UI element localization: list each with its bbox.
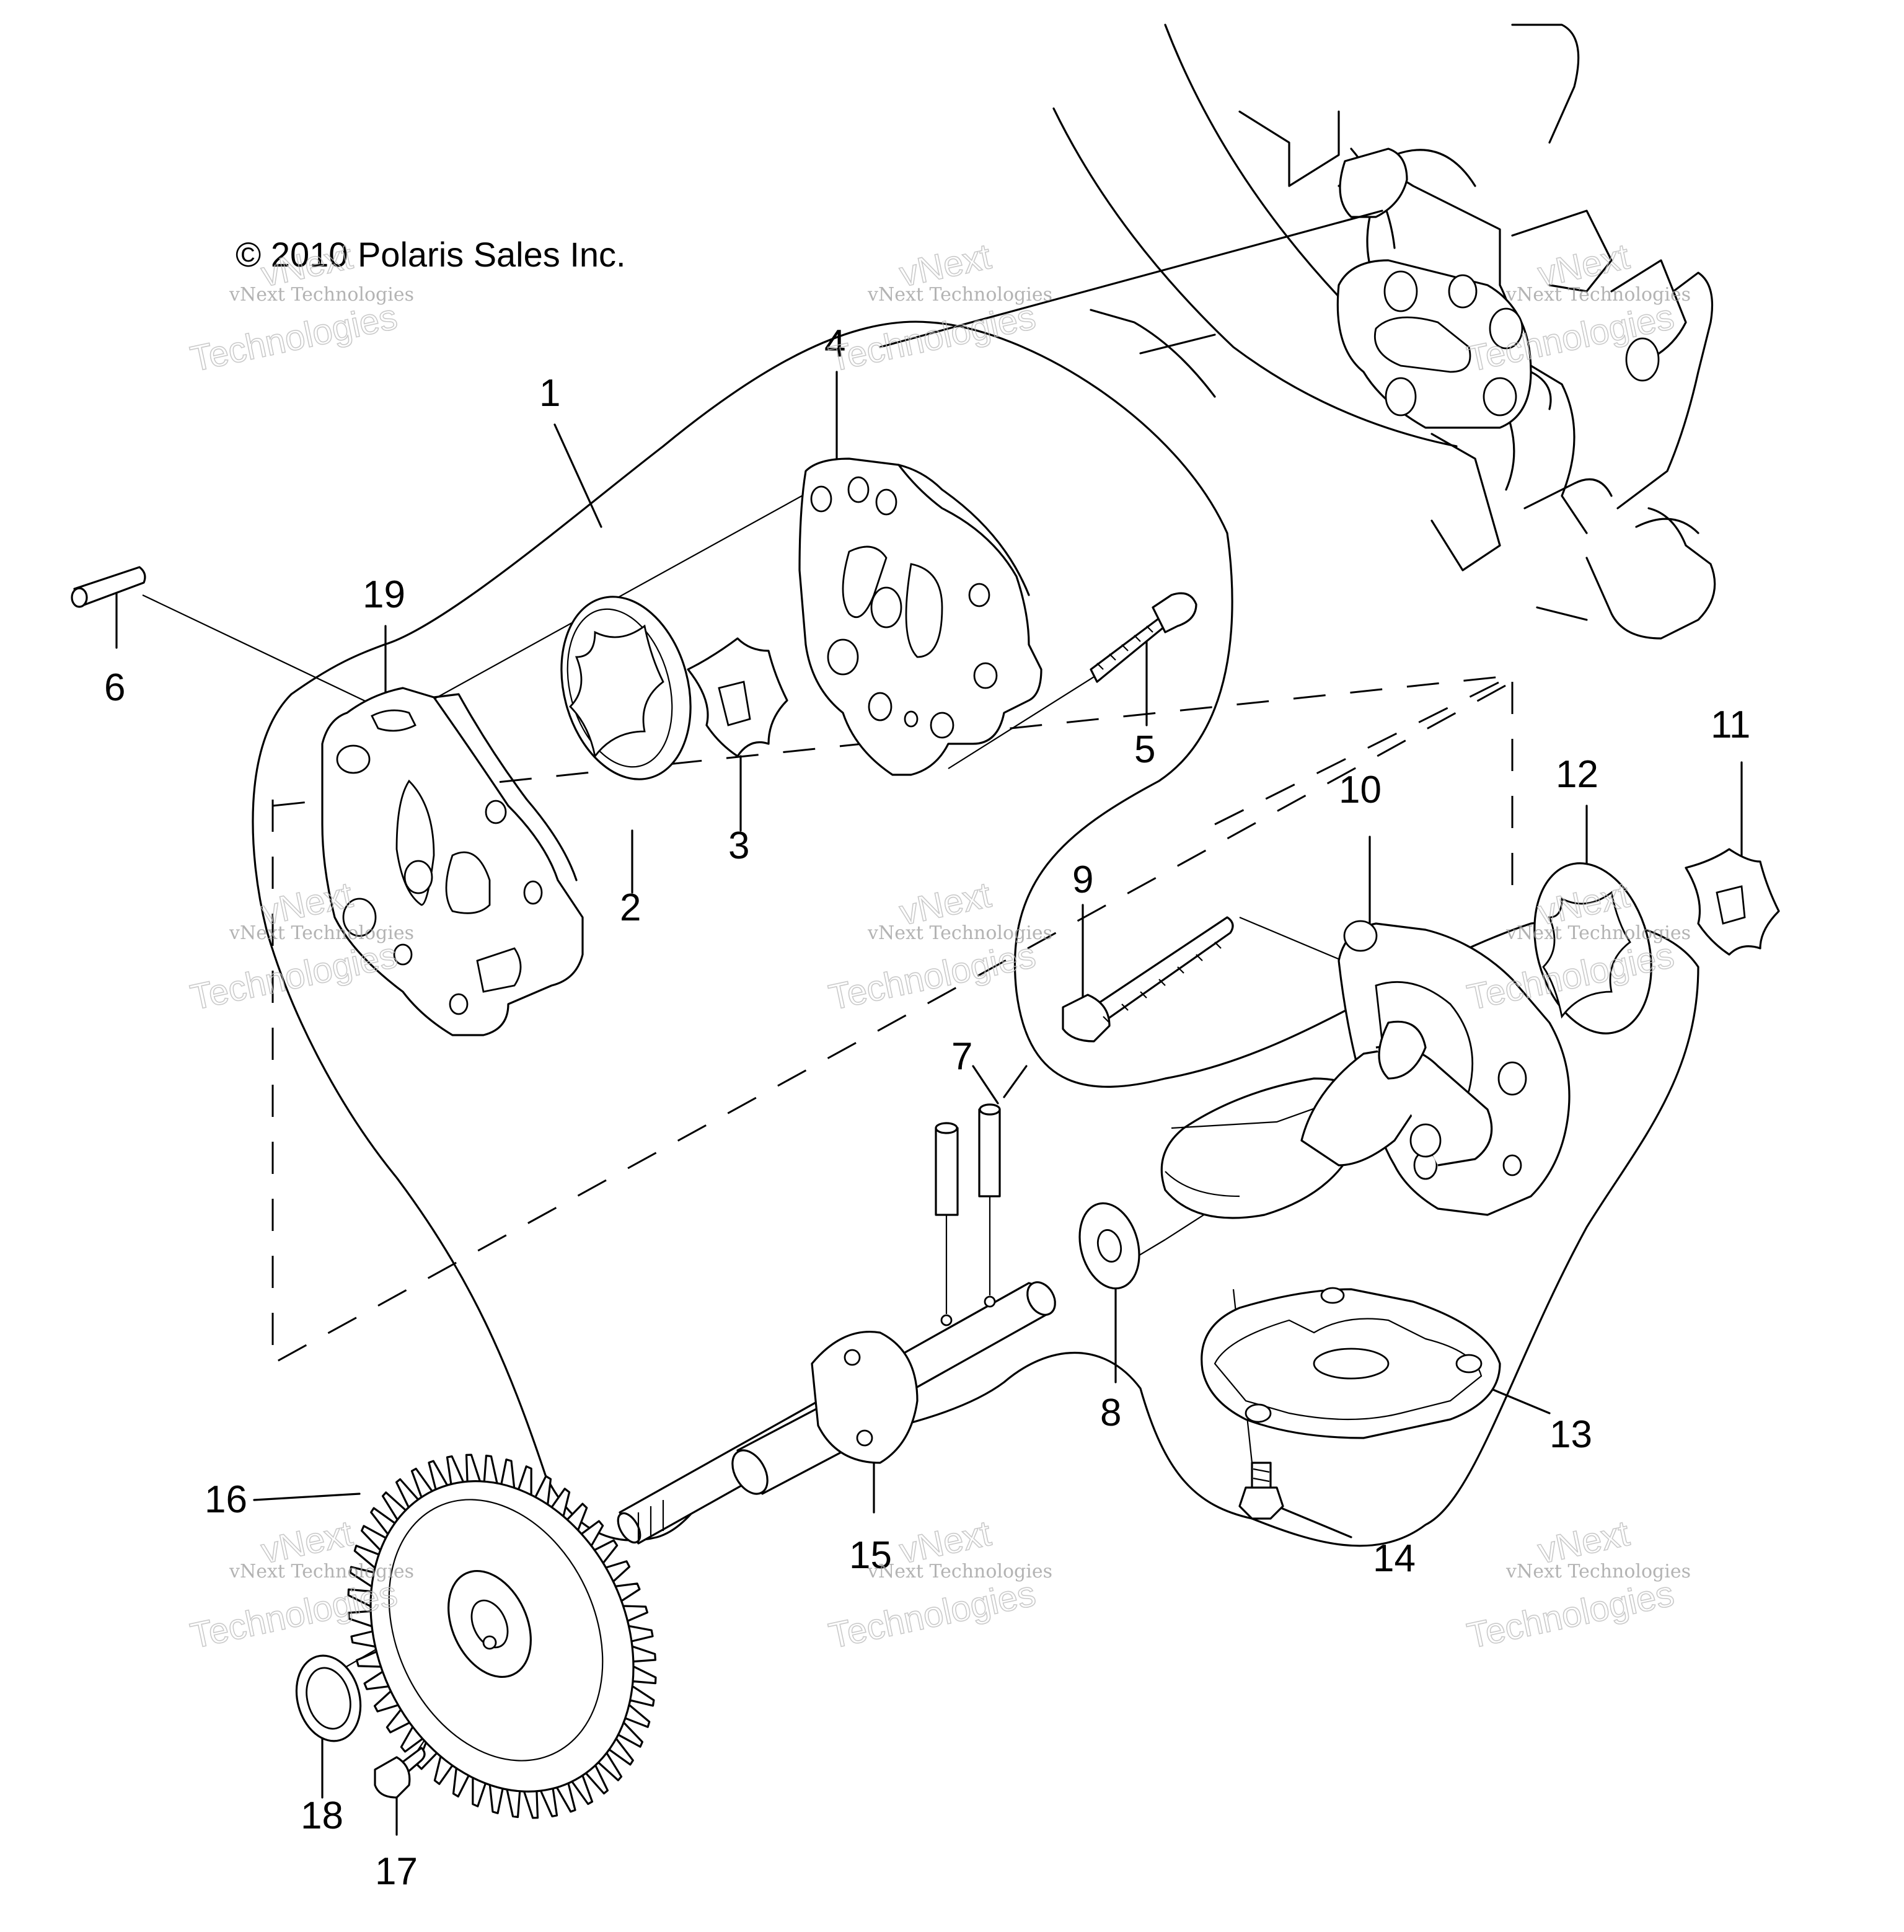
watermark-text: vNext Technologies xyxy=(867,1561,1052,1582)
part-15-shaft xyxy=(617,1281,1056,1545)
oil-pickup-assembly xyxy=(1160,1020,1493,1219)
watermark-text: vNext Technologies xyxy=(867,922,1052,944)
watermark-technologies: Technologies xyxy=(826,1573,1039,1656)
watermark-text: vNext Technologies xyxy=(229,284,414,306)
part-9-bolt xyxy=(1062,916,1234,1043)
callout-13: 13 xyxy=(1549,1413,1592,1456)
callout-18: 18 xyxy=(301,1794,343,1837)
part-19-pump-body xyxy=(321,687,584,1036)
part-6-pin xyxy=(71,566,146,608)
callout-5: 5 xyxy=(1134,728,1155,771)
part-8-washer xyxy=(1078,1202,1140,1290)
part-7-pins xyxy=(935,1103,1001,1314)
part-5-bolt xyxy=(1090,592,1197,683)
watermark-technologies: Technologies xyxy=(826,935,1039,1018)
callout-3: 3 xyxy=(728,824,749,867)
callout-1: 1 xyxy=(539,372,560,415)
callout-19: 19 xyxy=(363,573,405,616)
part-16-gear xyxy=(347,1453,657,1819)
callout-7: 7 xyxy=(951,1035,972,1078)
callout-12: 12 xyxy=(1556,753,1598,796)
part-12-outer-rotor xyxy=(1533,862,1652,1034)
callouts: 1 2 3 4 5 6 7 8 9 10 11 12 13 14 15 16 1… xyxy=(104,322,1750,1893)
watermark-technologies: Technologies xyxy=(187,296,401,379)
assembly-outline xyxy=(252,320,1699,1547)
callout-6: 6 xyxy=(104,666,125,709)
callout-4: 4 xyxy=(824,322,845,365)
part-2-outer-rotor xyxy=(560,596,692,780)
part-13-screen xyxy=(1201,1287,1501,1439)
callout-16: 16 xyxy=(205,1478,247,1521)
watermark-technologies: Technologies xyxy=(826,296,1039,379)
callout-17: 17 xyxy=(375,1850,418,1893)
copyright-text: © 2010 Polaris Sales Inc. xyxy=(236,235,626,274)
part-4-pump-plate xyxy=(798,457,1042,776)
engine-case-outline xyxy=(879,24,1716,640)
callout-8: 8 xyxy=(1100,1392,1121,1434)
callout-2: 2 xyxy=(620,886,641,929)
watermark-text: vNext Technologies xyxy=(1505,1561,1691,1582)
watermark-text: vNext Technologies xyxy=(229,922,414,944)
callout-10: 10 xyxy=(1339,769,1382,811)
watermark-text: vNext Technologies xyxy=(867,284,1052,306)
part-14-screw xyxy=(1238,1462,1284,1520)
part-17-bolt xyxy=(374,1747,426,1799)
part-11-inner-rotor xyxy=(1685,848,1780,956)
callout-9: 9 xyxy=(1072,858,1093,901)
watermark-text: vNext Technologies xyxy=(229,1561,414,1582)
callout-14: 14 xyxy=(1373,1537,1416,1580)
watermark-text: vNext Technologies xyxy=(1505,284,1691,306)
watermark-technologies: Technologies xyxy=(1464,1573,1678,1656)
callout-15: 15 xyxy=(849,1534,892,1577)
watermark-text: vNext Technologies xyxy=(1505,922,1691,944)
part-3-inner-rotor xyxy=(687,637,788,757)
part-18-washer xyxy=(295,1654,362,1742)
callout-11: 11 xyxy=(1711,704,1750,746)
alignment-dashed-lines xyxy=(271,674,1514,1365)
